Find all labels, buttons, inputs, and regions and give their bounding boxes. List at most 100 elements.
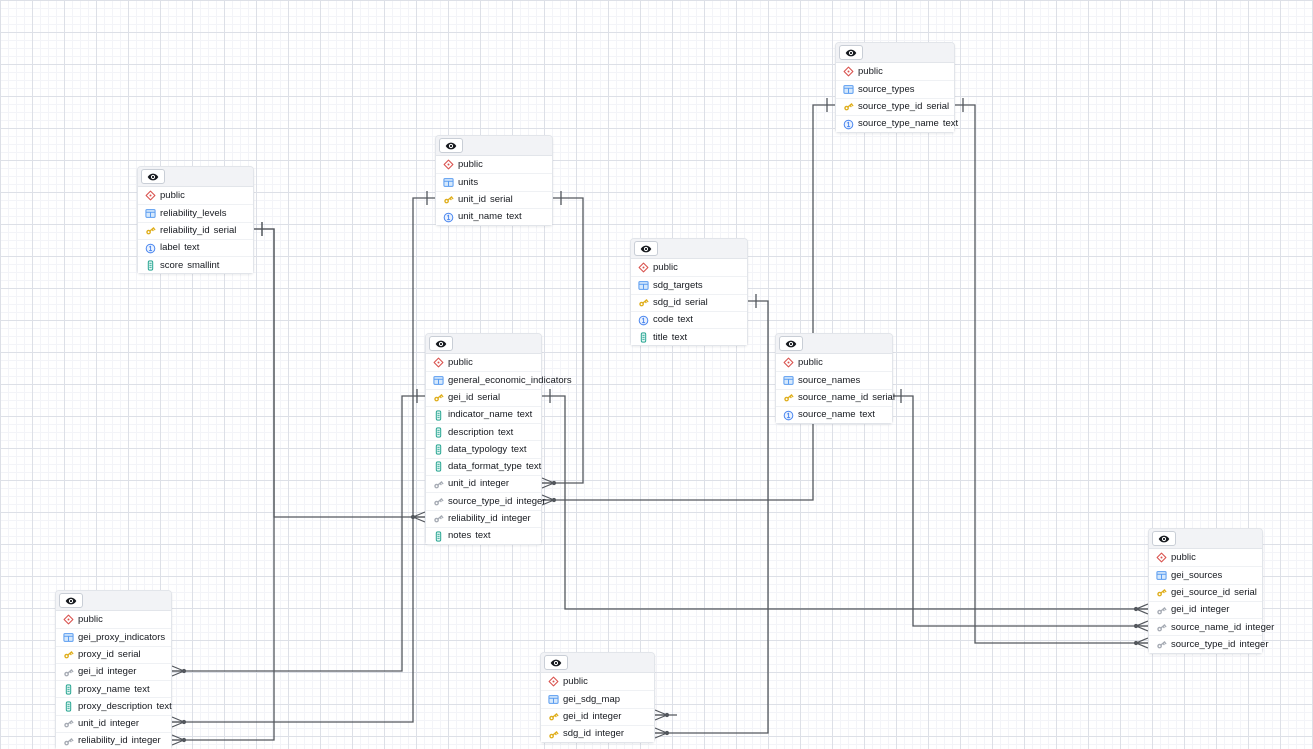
relationship-units_unit_id-to-proxy_unit_id[interactable] [171, 191, 435, 728]
table-row[interactable]: source_type_id integer [426, 492, 546, 510]
relationship-line[interactable] [254, 228, 425, 518]
table-row[interactable]: label text [138, 238, 253, 257]
table-row[interactable]: gei_id serial [426, 388, 541, 406]
table-row[interactable]: gei_id integer [541, 707, 654, 725]
table-row[interactable]: units [436, 173, 552, 191]
table-row[interactable]: source_name text [776, 405, 892, 424]
table-row[interactable]: data_typology text [426, 440, 541, 458]
table-row[interactable]: reliability_id integer [56, 732, 171, 749]
relationship-source_type_id-to-gei_sources_source_type_id[interactable] [955, 98, 1149, 649]
table-row[interactable]: notes text [426, 526, 541, 545]
column-name: public [798, 356, 823, 368]
table-row[interactable]: source_type_id integer [1149, 635, 1269, 653]
relationship-reliability_id-to-gei_reliability_id[interactable] [254, 222, 426, 523]
relationship-gei_id-to-gei_sdg_map_gei_id[interactable] [654, 709, 677, 721]
table-node-gei_sdg_map[interactable]: public gei_sdg_map gei_id integer sdg_id… [540, 652, 655, 744]
relationship-source_name_id-to-gei_sources_source_name_id[interactable] [893, 389, 1149, 632]
visibility-toggle-button[interactable] [429, 336, 453, 351]
table-row[interactable]: unit_name text [436, 207, 552, 226]
table-node-source_types[interactable]: public source_types source_type_id seria… [835, 42, 958, 134]
visibility-toggle-button[interactable] [634, 241, 658, 256]
table-row[interactable]: indicator_name text [426, 405, 541, 424]
visibility-toggle-button[interactable] [59, 593, 83, 608]
visibility-toggle-button[interactable] [1152, 531, 1176, 546]
table-row[interactable]: public [776, 354, 892, 372]
visibility-toggle-button[interactable] [779, 336, 803, 351]
table-row[interactable]: proxy_description text [56, 697, 172, 715]
table-node-gei_proxy_indicators[interactable]: public gei_proxy_indicators proxy_id ser… [55, 590, 172, 749]
relationship-sdg_id-to-gei_sdg_map_sdg_id[interactable] [654, 294, 769, 739]
text-column-icon [433, 531, 444, 542]
table-row[interactable]: public [541, 673, 654, 691]
visibility-toggle-button[interactable] [141, 169, 165, 184]
table-row[interactable]: code text [631, 310, 747, 329]
relationship-units_unit_id-to-gei_unit_id[interactable] [541, 191, 584, 489]
column-name: unit_id [458, 193, 486, 205]
table-row[interactable]: gei_sdg_map [541, 690, 654, 708]
table-row[interactable]: public [836, 63, 954, 81]
table-node-reliability_levels[interactable]: public reliability_levels reliability_id… [137, 166, 254, 275]
relationship-gei_id-to-gei_sources_gei_id[interactable] [542, 389, 1149, 615]
table-grid-icon [433, 375, 444, 386]
table-row[interactable]: proxy_id serial [56, 645, 171, 663]
table-node-units[interactable]: public units unit_id serial unit_name te… [435, 135, 553, 227]
relationship-line[interactable] [542, 197, 584, 484]
table-row[interactable]: proxy_name text [56, 680, 171, 698]
table-row[interactable]: unit_id serial [436, 190, 552, 208]
table-row[interactable]: gei_source_id serial [1149, 583, 1262, 601]
relationship-line[interactable] [172, 197, 435, 723]
table-row[interactable]: score smallint [138, 256, 253, 274]
table-row[interactable]: sdg_id serial [631, 293, 747, 311]
table-row[interactable]: gei_proxy_indicators [56, 628, 171, 646]
table-row[interactable]: sdg_targets [631, 276, 747, 294]
relationship-line[interactable] [542, 395, 1148, 610]
table-row[interactable]: public [1149, 549, 1262, 567]
table-node-general_economic_indicators[interactable]: public general_economic_indicators gei_i… [425, 333, 572, 546]
table-row[interactable]: source_types [836, 80, 954, 98]
relationship-line[interactable] [542, 104, 835, 501]
table-node-sdg_targets[interactable]: public sdg_targets sdg_id serial code te… [630, 238, 748, 347]
relationship-line[interactable] [955, 104, 1148, 644]
table-row[interactable]: title text [631, 328, 747, 346]
table-row[interactable]: public [436, 156, 552, 174]
column-type: serial [213, 224, 237, 236]
column-type: integer [480, 478, 510, 490]
table-row[interactable]: public [56, 611, 171, 629]
column-name: source_name [798, 409, 856, 421]
table-node-gei_sources[interactable]: public gei_sources gei_source_id serial … [1148, 528, 1274, 654]
table-row[interactable]: reliability_id serial [138, 221, 253, 239]
table-row[interactable]: public [138, 187, 253, 205]
table-row[interactable]: description text [426, 423, 541, 441]
table-row[interactable]: unit_id integer [56, 714, 171, 733]
table-row[interactable]: public [631, 259, 747, 277]
table-row[interactable]: unit_id integer [426, 475, 541, 493]
table-row[interactable]: source_name_id integer [1149, 618, 1274, 636]
table-row[interactable]: reliability_id integer [426, 509, 541, 527]
relationship-line[interactable] [893, 395, 1148, 627]
table-row[interactable]: source_name_id serial [776, 388, 895, 406]
relationship-gei_id-to-proxy_gei_id[interactable] [171, 389, 425, 677]
table-row[interactable]: gei_sources [1149, 566, 1262, 584]
table-row[interactable]: gei_id integer [56, 662, 171, 681]
table-row[interactable]: reliability_levels [138, 204, 253, 222]
table-row[interactable]: general_economic_indicators [426, 371, 572, 389]
column-type: integer [516, 495, 546, 507]
visibility-toggle-button[interactable] [544, 655, 568, 670]
relationship-line[interactable] [172, 228, 275, 741]
relationship-reliability_id-to-proxy_reliability_id[interactable] [171, 222, 275, 746]
column-type: integer [107, 666, 137, 678]
table-row[interactable]: sdg_id integer [541, 724, 654, 743]
relationship-line[interactable] [172, 395, 425, 672]
table-row[interactable]: gei_id integer [1149, 600, 1262, 619]
visibility-toggle-button[interactable] [839, 45, 863, 60]
relationship-source_type_id-to-gei_source_type_id[interactable] [541, 98, 835, 506]
table-row[interactable]: source_type_name text [836, 114, 958, 133]
table-row[interactable]: source_names [776, 371, 892, 389]
visibility-toggle-button[interactable] [439, 138, 463, 153]
relationship-line[interactable] [655, 300, 769, 734]
table-row[interactable]: data_format_type text [426, 457, 541, 476]
table-node-source_names[interactable]: public source_names source_name_id seria… [775, 333, 895, 425]
table-row[interactable]: public [426, 354, 541, 372]
table-row[interactable]: source_type_id serial [836, 97, 954, 115]
